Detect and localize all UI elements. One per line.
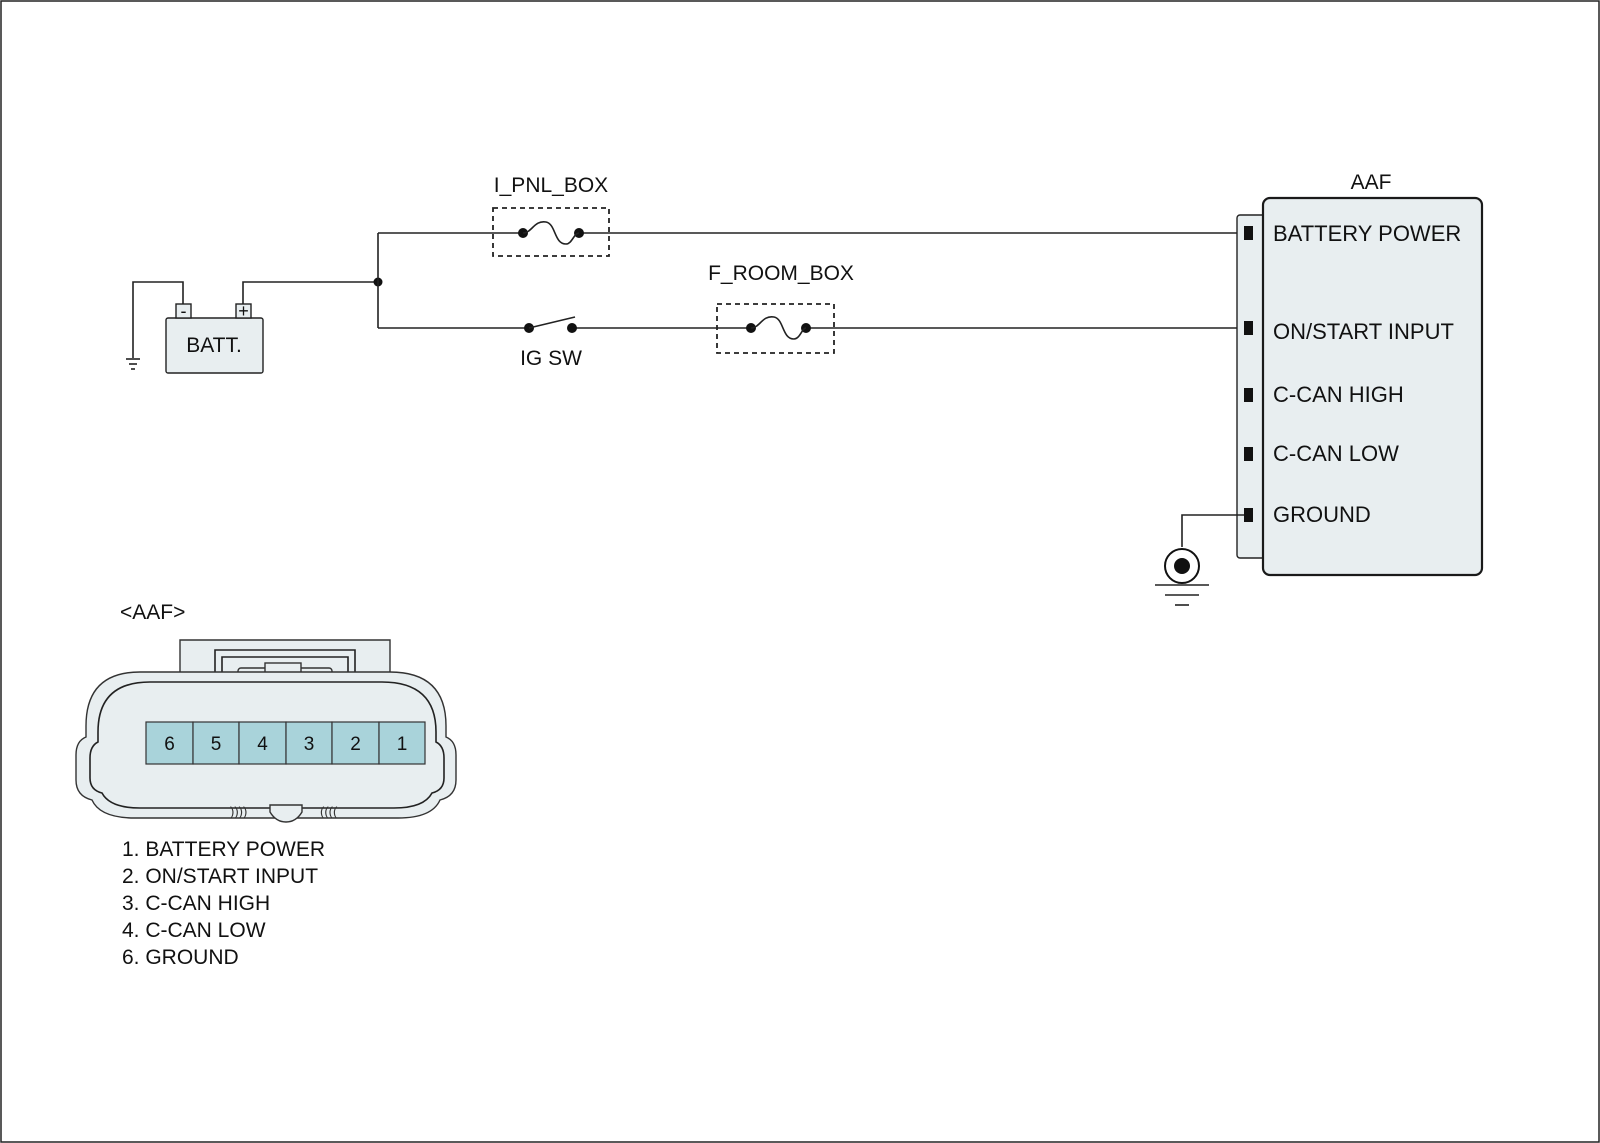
cavity-number: 3	[304, 734, 315, 755]
cavity-number: 1	[397, 734, 408, 755]
module-ground	[1155, 514, 1244, 606]
cavity-number: 4	[257, 734, 268, 755]
cavity-number: 6	[164, 734, 175, 755]
battery: - + BATT.	[126, 281, 378, 374]
pin-label-on-start-input: ON/START INPUT	[1273, 319, 1454, 344]
module-title: AAF	[1351, 171, 1392, 194]
pin-label-c-can-high: C-CAN HIGH	[1273, 382, 1404, 407]
battery-negative-terminal	[175, 303, 192, 319]
pin-terminal	[1244, 447, 1253, 461]
legend-item: 1. BATTERY POWER	[122, 838, 325, 861]
pin-label-ground: GROUND	[1273, 502, 1371, 527]
aaf-connector-face: )))) (((( 6 5 4 3 2 1	[75, 639, 457, 823]
cavity-number: 2	[350, 734, 361, 755]
battery-label: BATT.	[186, 334, 242, 357]
pin-label-c-can-low: C-CAN LOW	[1273, 441, 1399, 466]
f-room-box-label: F_ROOM_BOX	[708, 262, 854, 285]
fuse-icon	[750, 316, 807, 340]
chassis-ground-icon	[126, 358, 140, 370]
ig-sw-label: IG SW	[520, 347, 582, 370]
ridge-marks: ((((	[320, 804, 338, 819]
pin-terminal	[1244, 321, 1253, 335]
pin-terminal	[1244, 508, 1253, 522]
f-room-box-fuse: F_ROOM_BOX	[708, 262, 854, 354]
legend-item: 4. C-CAN LOW	[122, 919, 266, 942]
aaf-module: AAF BATTERY POWER ON/START INPUT C-CAN H…	[1236, 171, 1484, 577]
pin-legend: 1. BATTERY POWER 2. ON/START INPUT 3. C-…	[122, 838, 325, 969]
cavity-number: 5	[211, 734, 222, 755]
fuse-icon	[522, 221, 580, 245]
pin-terminal	[1244, 388, 1253, 402]
i-pnl-box-fuse: I_PNL_BOX	[492, 174, 610, 257]
module-connector-strip	[1236, 214, 1266, 559]
legend-item: 6. GROUND	[122, 946, 239, 969]
connector-title: <AAF>	[120, 601, 185, 624]
battery-positive-symbol: +	[238, 301, 249, 321]
i-pnl-box-label: I_PNL_BOX	[494, 174, 608, 197]
legend-item: 2. ON/START INPUT	[122, 865, 318, 888]
ignition-switch: IG SW	[520, 316, 582, 370]
battery-positive-terminal	[235, 303, 252, 319]
pin-terminal	[1244, 226, 1253, 240]
battery-negative-symbol: -	[181, 301, 187, 321]
switch-icon	[528, 316, 576, 329]
ridge-marks: ))))	[230, 804, 247, 819]
legend-item: 3. C-CAN HIGH	[122, 892, 270, 915]
pin-label-battery-power: BATTERY POWER	[1273, 221, 1461, 246]
